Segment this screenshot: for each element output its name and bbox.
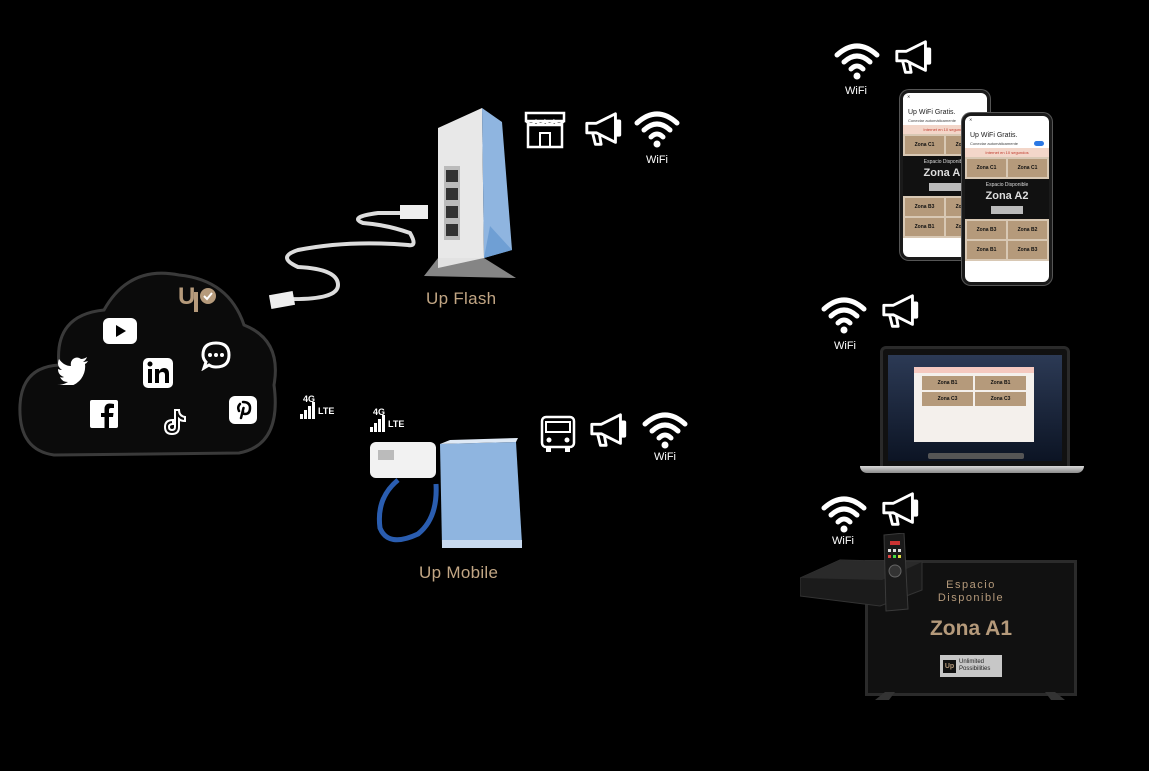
svg-text:4G: 4G [373,407,385,417]
wifi-icon [633,109,681,149]
remote-control [878,533,910,613]
megaphone-icon [880,291,922,331]
svg-text:U: U [178,283,195,310]
megaphone-icon [588,410,630,450]
phone-front: ✕ Up WiFi Gratis. Conectar automáticamen… [962,113,1052,285]
youtube-icon [103,318,137,344]
up-flash-router [424,108,516,278]
svg-text:LTE: LTE [388,419,404,429]
lte-signal-icon: 4G LTE [300,394,340,420]
tiktok-icon [162,408,188,436]
wifi-icon [820,295,868,335]
wifi-icon [641,410,689,450]
wifi-label: WiFi [845,85,867,97]
wifi-label: WiFi [834,340,856,352]
twitter-icon [57,357,89,385]
wifi-label: WiFi [832,535,854,547]
tv-stand [875,692,1065,700]
lte-modem [368,438,528,550]
tv-box [800,550,930,610]
up-mobile-label: Up Mobile [419,563,499,582]
messenger-icon [201,341,231,371]
ethernet-cable [268,195,438,320]
wifi-label: WiFi [654,451,676,463]
facebook-icon [90,400,118,428]
megaphone-icon [583,109,625,149]
lte-signal-icon: 4G LTE [370,407,410,433]
svg-text:LTE: LTE [318,406,334,416]
wifi-label: WiFi [646,154,668,166]
svg-text:4G: 4G [303,394,315,404]
wifi-icon [820,494,868,534]
up-logo-icon: U [178,282,220,314]
up-flash-label: Up Flash [426,289,497,308]
laptop-base [860,466,1084,473]
megaphone-icon [893,37,935,77]
pinterest-icon [229,396,257,424]
bus-icon [539,414,577,454]
wifi-icon [833,41,881,81]
megaphone-icon [880,489,922,529]
linkedin-icon [143,358,173,388]
store-icon [524,111,566,149]
